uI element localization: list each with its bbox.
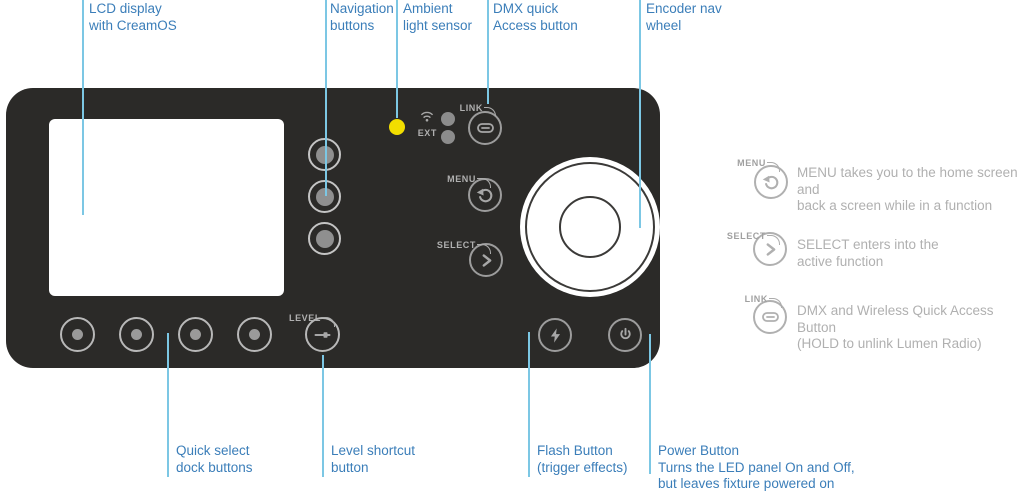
encoder-wheel-hub	[559, 196, 621, 258]
nav-button-2-dot	[315, 187, 334, 206]
dock-button-3-dot	[190, 329, 201, 340]
callout-dmx-label: DMX quick Access button	[493, 1, 578, 33]
callout-power-label: Power Button Turns the LED panel On and …	[658, 443, 855, 491]
callout-power-line	[649, 334, 651, 474]
chevron-right-icon	[761, 240, 780, 259]
encoder-wheel-ring	[525, 162, 655, 292]
chain-link-icon	[475, 118, 496, 138]
link-button-label: LINK	[459, 103, 483, 113]
callout-encoder-line	[639, 0, 641, 228]
encoder-nav-wheel[interactable]	[520, 157, 660, 297]
wifi-icon	[420, 110, 434, 122]
chevron-right-icon	[477, 251, 496, 270]
back-arrow-icon	[476, 186, 495, 205]
legend-select-text: SELECT enters into the active function	[797, 237, 939, 269]
select-button-label: SELECT	[436, 240, 476, 250]
callout-ambient-line	[396, 0, 398, 118]
dock-button-2-dot	[131, 329, 142, 340]
link-button[interactable]	[468, 111, 502, 145]
dock-button-4[interactable]	[237, 317, 272, 352]
nav-button-1[interactable]	[308, 138, 341, 171]
dock-button-2[interactable]	[119, 317, 154, 352]
callout-lcd-line	[82, 0, 84, 215]
nav-button-1-dot	[315, 145, 334, 164]
power-button[interactable]	[608, 318, 642, 352]
callout-ambient-label: Ambient light sensor	[403, 1, 473, 33]
lcd-display	[49, 119, 284, 296]
legend-menu-text: MENU takes you to the home screen and ba…	[797, 165, 1018, 213]
dock-button-1[interactable]	[60, 317, 95, 352]
wireless-status-led	[441, 112, 455, 126]
callout-flash-line	[528, 332, 530, 477]
lightning-bolt-icon	[546, 326, 565, 345]
callout-nav-label: Navigation buttons	[330, 1, 394, 33]
ambient-light-sensor	[389, 119, 405, 135]
callout-dock-label: Quick select dock buttons	[176, 443, 253, 475]
callout-flash-label: Flash Button (trigger effects)	[537, 443, 628, 475]
nav-button-3-dot	[315, 229, 334, 248]
callout-level-label: Level shortcut button	[331, 443, 416, 475]
ext-status-led	[441, 130, 455, 144]
callout-dock-line	[167, 333, 169, 477]
back-arrow-icon	[762, 173, 781, 192]
nav-button-3[interactable]	[308, 222, 341, 255]
dock-button-1-dot	[72, 329, 83, 340]
callout-level-line	[322, 355, 324, 477]
legend-link-connector	[769, 298, 782, 308]
callout-lcd-label: LCD display with CreamOS	[89, 1, 177, 33]
ext-label: EXT	[417, 128, 437, 138]
legend-link-text: DMX and Wireless Quick Access Button (HO…	[797, 303, 994, 351]
menu-button-label: MENU	[447, 174, 476, 184]
flash-button[interactable]	[538, 318, 572, 352]
callout-dmx-line	[487, 0, 489, 104]
power-icon	[616, 326, 635, 345]
legend-select-button	[753, 232, 787, 266]
nav-button-2[interactable]	[308, 180, 341, 213]
legend-menu-label: MENU	[737, 158, 766, 168]
callout-nav-line	[325, 0, 327, 196]
legend-select-label: SELECT	[726, 231, 766, 241]
level-slider-icon	[312, 325, 333, 345]
legend-link-label: LINK	[744, 294, 768, 304]
chain-link-icon	[760, 307, 781, 327]
level-button-label: LEVEL	[288, 313, 321, 323]
callout-encoder-label: Encoder nav wheel	[646, 1, 722, 33]
legend-menu-connector	[767, 162, 780, 172]
dock-button-4-dot	[249, 329, 260, 340]
dock-button-3[interactable]	[178, 317, 213, 352]
